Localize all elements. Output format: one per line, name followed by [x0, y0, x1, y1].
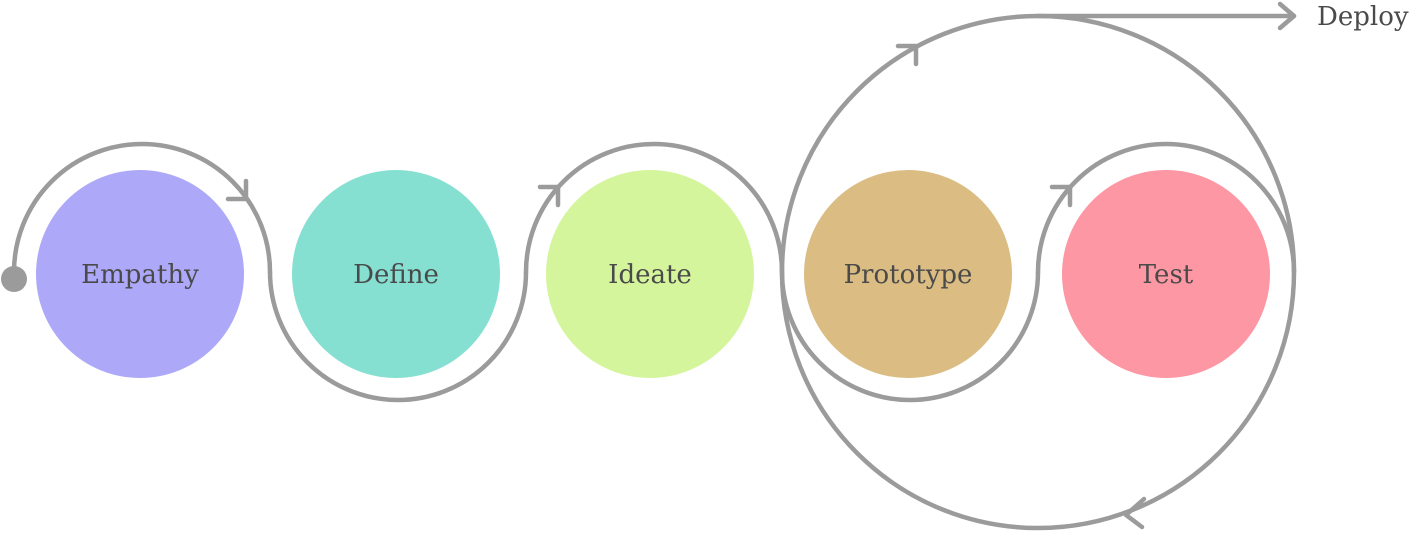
- stage-circle: [36, 170, 244, 378]
- stage-label: Define: [353, 260, 439, 290]
- process-path: [1, 1, 1297, 531]
- stage-label: Prototype: [844, 260, 973, 290]
- stage-circle: [804, 170, 1012, 378]
- stage-circle: [1062, 170, 1270, 378]
- stage-define: Define: [292, 170, 500, 378]
- stage-ideate: Ideate: [546, 170, 754, 378]
- test-arrow-icon: [1049, 184, 1073, 208]
- deploy-label: Deploy: [1317, 2, 1409, 32]
- iteration-top-arrow-icon: [895, 43, 919, 67]
- define-loop-arc: [267, 269, 529, 403]
- stage-circle: [292, 170, 500, 378]
- stage-test: Test: [1062, 170, 1270, 378]
- stage-circle: [546, 170, 754, 378]
- stage-empathy: Empathy: [36, 170, 244, 378]
- ideate-loop-arc: [523, 141, 785, 275]
- deploy-arrow-icon: [1277, 1, 1297, 31]
- ideate-arrow-icon: [537, 184, 561, 208]
- stage-prototype: Prototype: [804, 170, 1012, 378]
- prototype-loop-arc: [779, 269, 1041, 403]
- stage-label: Empathy: [81, 260, 199, 290]
- stage-label: Ideate: [608, 260, 692, 290]
- empathy-arrow-icon: [225, 178, 249, 202]
- iteration-bottom-arrow-icon: [1123, 496, 1147, 530]
- stage-label: Test: [1139, 260, 1194, 290]
- test-loop-arc: [1035, 141, 1297, 275]
- empathy-loop-arc: [11, 141, 273, 282]
